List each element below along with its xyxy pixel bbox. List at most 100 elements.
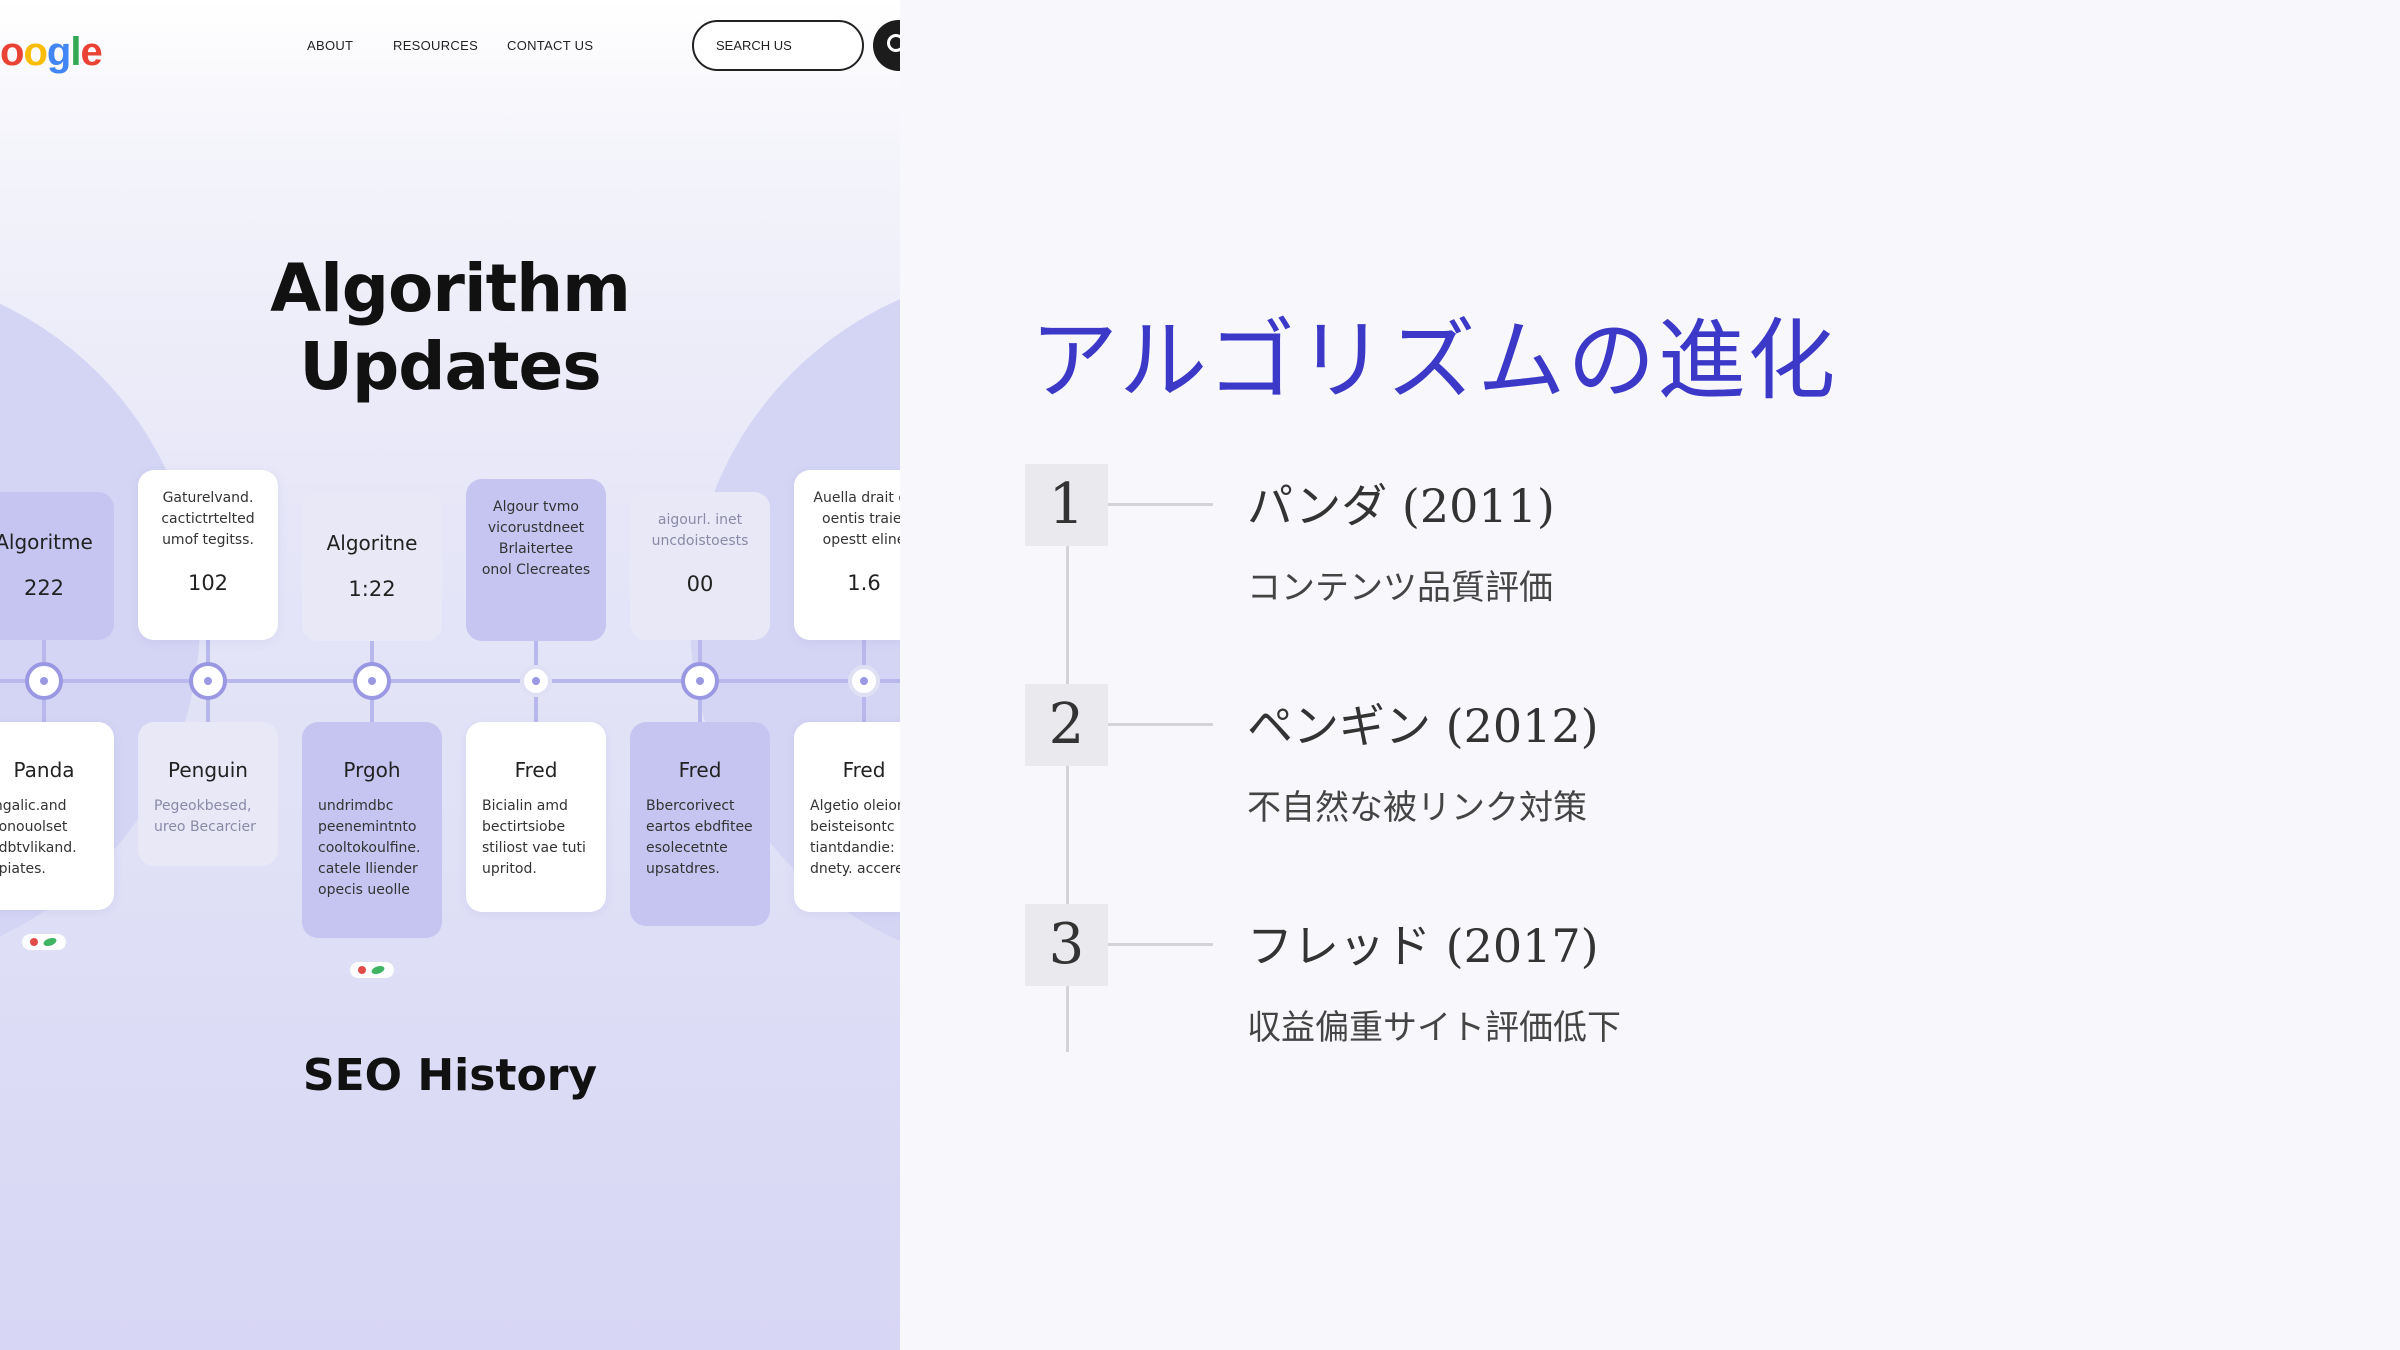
hero-title-line: Updates: [299, 328, 601, 405]
card-caption-line: Algoritne: [326, 531, 418, 555]
card-description-line: upritod.: [482, 861, 537, 877]
timeline-axis: [1066, 500, 1069, 1052]
hero-title: Algorithm Updates: [200, 250, 700, 406]
card-caption-line: Algour tvmo: [493, 499, 579, 515]
status-dots-icon: [22, 934, 66, 950]
card-description-line: peenemintnto: [318, 819, 417, 835]
connector-line: [1108, 503, 1213, 506]
algorithm-card-top: Algoritme 222: [0, 492, 114, 640]
card-description-line: aonouolset: [0, 819, 68, 835]
card-description-line: Bbercorivect: [646, 798, 735, 814]
timeline-node-dot: [368, 677, 376, 685]
logo-letter: e: [80, 30, 102, 74]
card-description-line: ureo Becarcier: [154, 819, 256, 835]
card-description: Pegeokbesed, ureo Becarcier: [138, 796, 278, 838]
card-caption-line: oentis traie.: [822, 511, 900, 527]
logo-letter: o: [0, 30, 24, 74]
card-value: 1:22: [348, 577, 396, 601]
card-description-line: undrimdbc: [318, 798, 394, 814]
timeline-node-dot: [532, 677, 540, 685]
item-description: 不自然な被リンク対策: [1247, 788, 1587, 828]
item-description: 収益偏重サイト評価低下: [1247, 1008, 1621, 1048]
website-mockup-image: oogle ABOUT RESOURCES CONTACT US SEARCH …: [0, 0, 900, 1350]
card-caption-line: Algoritme: [0, 530, 93, 554]
status-dots-icon: [350, 962, 394, 978]
card-caption-line: cactictrtelted: [161, 511, 255, 527]
logo-letter: o: [23, 30, 47, 74]
card-description-line: stiliost vae tuti: [482, 840, 586, 856]
slide-title: アルゴリズムの進化: [1030, 309, 1838, 412]
card-title: Panda: [13, 758, 75, 782]
connector-line: [1108, 723, 1213, 726]
timeline-node-dot: [40, 677, 48, 685]
card-value: 102: [187, 571, 229, 595]
card-title: Fred: [842, 758, 886, 782]
timeline-graphic: [0, 640, 900, 722]
card-caption: Algoritme: [0, 492, 114, 554]
card-description-line: dnety. accere: [810, 861, 900, 877]
timeline-node-dot: [860, 677, 868, 685]
card-title: Prgoh: [343, 758, 401, 782]
step-number-box: 2: [1025, 684, 1108, 766]
footer-title: SEO History: [302, 1050, 598, 1101]
nav-contact-link: CONTACT US: [507, 38, 594, 53]
card-value: 1.6: [847, 571, 881, 595]
item-description: コンテンツ品質評価: [1247, 568, 1553, 608]
card-caption-line: umof tegitss.: [162, 532, 254, 548]
algorithm-card-bottom: Prgoh undrimdbc peenemintnto cooltokoulfine…: [302, 722, 442, 938]
card-description-line: cooltokoulfine.: [318, 840, 421, 856]
card-caption-line: Gaturelvand.: [162, 490, 254, 506]
card-description-line: beisteisontc: [810, 819, 895, 835]
nav-resources-link: RESOURCES: [393, 38, 479, 53]
card-description-line: tiantdandie:: [810, 840, 895, 856]
hero-title-line: Algorithm: [270, 250, 631, 327]
card-description-line: opecis ueolle: [318, 882, 410, 898]
card-description-line: epiates.: [0, 861, 46, 877]
search-pill: SEARCH US: [692, 20, 864, 71]
card-title: Fred: [514, 758, 558, 782]
card-description-line: Pegeokbesed,: [154, 798, 252, 814]
card-caption-line: Auella drait oc: [813, 490, 900, 506]
card-caption-line: opestt eline: [822, 532, 900, 548]
algorithm-card-top: Algoritne 1:22: [302, 493, 442, 641]
card-description-line: Algetio oleior: [810, 798, 900, 814]
card-title: Fred: [678, 758, 722, 782]
card-caption-line: onol Clecreates: [481, 562, 591, 578]
algorithm-card-top: Gaturelvand. cactictrtelted umof tegitss. 1…: [138, 470, 278, 640]
nav-about-link: ABOUT: [307, 38, 354, 53]
card-description-line: upsatdres.: [646, 861, 720, 877]
algorithm-card-bottom: Panda ingalic.and aonouolset odbtvlikand. ep…: [0, 722, 114, 910]
connector-line: [1108, 943, 1213, 946]
card-description-line: eartos ebdfitee: [646, 819, 753, 835]
card-description-line: ingalic.and: [0, 798, 67, 814]
card-description-line: odbtvlikand.: [0, 840, 77, 856]
step-number-box: 3: [1025, 904, 1108, 986]
item-title: ペンギン (2012): [1247, 699, 1599, 753]
card-value: 00: [686, 572, 714, 596]
google-logo: oogle: [0, 30, 103, 75]
card-caption-line: Brlaitertee: [498, 541, 574, 557]
timeline: Algoritme 222 Gaturelvand. cactictrtelted um…: [0, 0, 900, 1350]
card-description-line: catele lliender: [318, 861, 418, 877]
item-title: フレッド (2017): [1247, 919, 1599, 973]
card-value: 222: [23, 576, 65, 600]
card-description: undrimdbc peenemintnto cooltokoulfine. cate…: [302, 796, 442, 901]
timeline-node-dot: [696, 677, 704, 685]
logo-letter: l: [70, 30, 81, 74]
card-description-line: Bicialin amd: [482, 798, 568, 814]
card-caption-line: aigourl. inet: [657, 512, 743, 528]
card-description: Algetio oleior beisteisontc tiantdandie: dn…: [794, 796, 900, 880]
card-caption-line: vicorustdneet: [487, 520, 585, 536]
algorithm-card-top: Auella drait oc oentis traie. opestt eline…: [794, 470, 900, 640]
timeline-node-dot: [204, 677, 212, 685]
card-caption: Algoritne: [302, 493, 442, 555]
card-description: ingalic.and aonouolset odbtvlikand. epiates…: [0, 796, 114, 880]
